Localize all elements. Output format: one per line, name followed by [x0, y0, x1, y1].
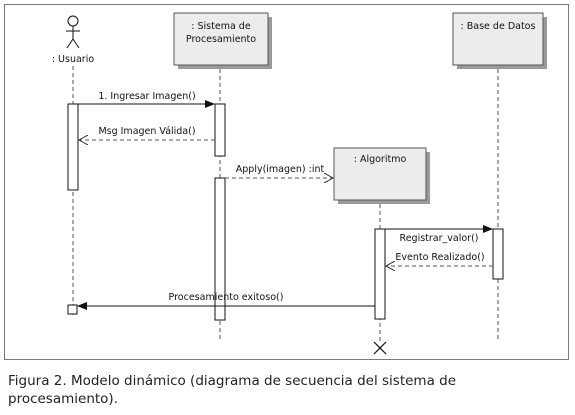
object-algoritmo-box — [333, 147, 427, 201]
object-bd-box — [452, 12, 544, 66]
message-msg-imagen-valida: Msg Imagen Válida() — [79, 126, 215, 140]
sequence-diagram: : Usuario : Sistema de Procesamiento : B… — [52, 12, 547, 355]
object-sistema-box — [173, 12, 269, 66]
object-bd: : Base de Datos — [452, 12, 547, 69]
destroy-icon — [373, 341, 387, 355]
message-apply-imagen: Apply(imagen) :int — [225, 164, 333, 178]
message-label: Apply(imagen) :int — [236, 164, 325, 175]
activation-bd — [492, 228, 504, 280]
object-sistema-label-2: Procesamiento — [186, 34, 256, 45]
object-algoritmo: : Algoritmo — [333, 147, 430, 204]
message-label: Msg Imagen Válida() — [98, 126, 195, 137]
activation-usuario — [67, 103, 79, 191]
message-label: 1. Ingresar Imagen() — [98, 91, 195, 102]
activation-sistema-1 — [214, 103, 226, 157]
object-bd-label: : Base de Datos — [461, 21, 536, 32]
message-evento-realizado: Evento Realizado() — [386, 252, 493, 266]
object-algoritmo-label: : Algoritmo — [354, 154, 407, 165]
activation-sistema-2 — [214, 177, 226, 321]
message-label: Evento Realizado() — [395, 252, 484, 263]
message-procesamiento-exitoso: Procesamiento exitoso() — [77, 292, 375, 310]
object-sistema: : Sistema de Procesamiento — [173, 12, 272, 69]
message-label: Registrar_valor() — [400, 233, 479, 244]
actor-usuario: : Usuario — [52, 15, 95, 65]
figure-caption: Figura 2. Modelo dinámico (diagrama de s… — [8, 373, 457, 407]
activation-usuario-end — [67, 304, 78, 315]
stick-figure-icon — [66, 15, 80, 49]
activation-algoritmo — [374, 228, 386, 320]
object-sistema-label-1: : Sistema de — [191, 21, 251, 32]
message-label: Procesamiento exitoso() — [169, 292, 284, 303]
message-registrar-valor: Registrar_valor() — [385, 225, 493, 244]
actor-usuario-label: : Usuario — [52, 54, 95, 65]
message-ingresar-imagen: 1. Ingresar Imagen() — [78, 91, 215, 108]
